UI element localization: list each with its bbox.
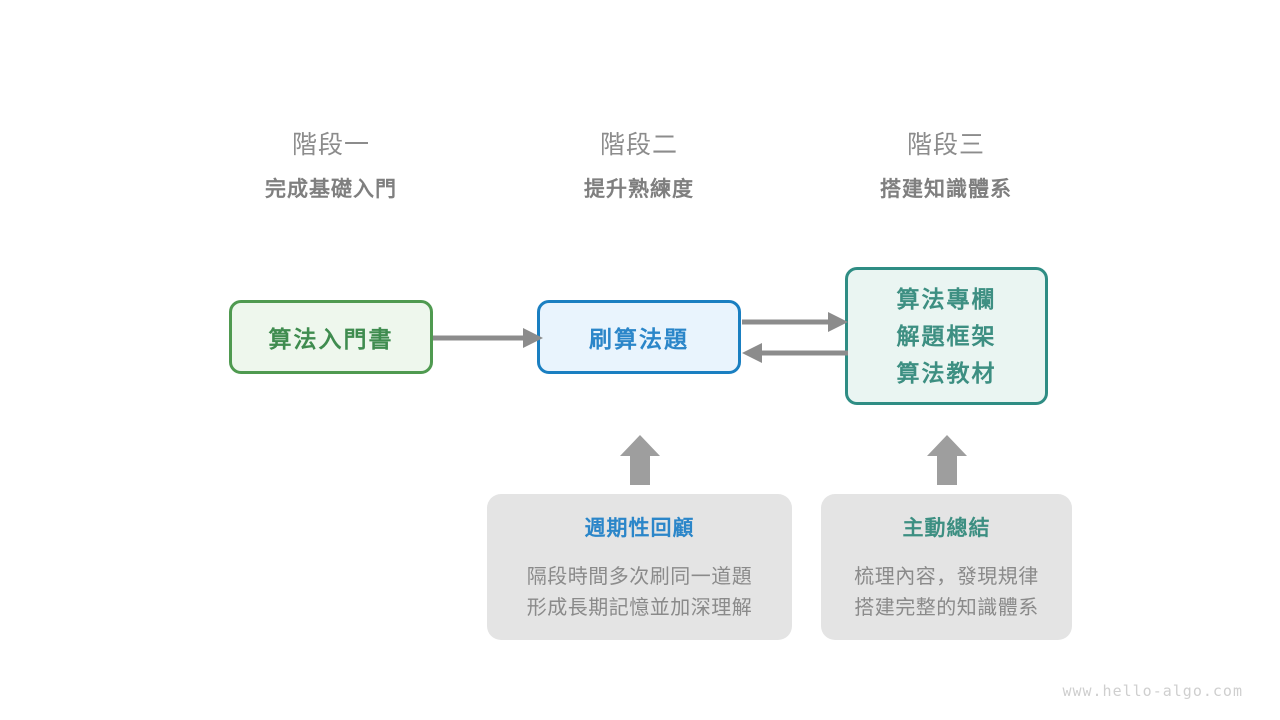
method-title: 週期性回顧 [584,517,695,540]
stage-goal-label: 完成基礎入門 [265,178,397,201]
arrow-primer-to-practice-icon [433,328,543,348]
arrow-practice-to-advanced-icon [742,312,848,332]
method-description-line-1: 隔段時間多次刷同一道題 [526,566,753,588]
method-description-line-2: 搭建完整的知識體系 [854,597,1039,619]
stage-goal-label: 提升熟練度 [584,178,694,201]
node-advanced-resources: 算法專欄 解題框架 算法教材 [845,267,1048,405]
stage-phase-label: 階段二 [599,131,678,159]
method-description-line-1: 梳理內容，發現規律 [854,566,1039,588]
method-description: 梳理內容，發現規律 搭建完整的知識體系 [854,562,1039,624]
method-title: 主動總結 [902,517,991,540]
stage-header-1: 階段一 完成基礎入門 [211,128,451,206]
arrow-advanced-to-practice-icon [742,343,848,363]
watermark-url: www.hello-algo.com [1062,682,1243,700]
arrow-review-to-practice-icon [620,435,660,485]
node-label: 刷算法題 [589,326,689,352]
node-label-line-3: 算法教材 [896,359,997,386]
node-label-line-2: 解題框架 [896,322,997,349]
node-practice-problems: 刷算法題 [537,300,741,374]
stage-header-3: 階段三 搭建知識體系 [826,128,1066,206]
stage-header-2: 階段二 提升熟練度 [519,128,759,206]
method-box-active-summary: 主動總結 梳理內容，發現規律 搭建完整的知識體系 [821,494,1072,640]
method-box-periodic-review: 週期性回顧 隔段時間多次刷同一道題 形成長期記憶並加深理解 [487,494,792,640]
node-label-line-1: 算法專欄 [896,285,997,312]
stage-goal-label: 搭建知識體系 [880,178,1012,201]
node-algorithm-primer-book: 算法入門書 [229,300,433,374]
method-description-line-2: 形成長期記憶並加深理解 [526,597,753,619]
arrow-summary-to-advanced-icon [927,435,967,485]
node-label: 算法入門書 [268,326,394,352]
stage-phase-label: 階段三 [906,131,985,159]
method-description: 隔段時間多次刷同一道題 形成長期記憶並加深理解 [527,562,753,624]
stage-phase-label: 階段一 [291,131,370,159]
